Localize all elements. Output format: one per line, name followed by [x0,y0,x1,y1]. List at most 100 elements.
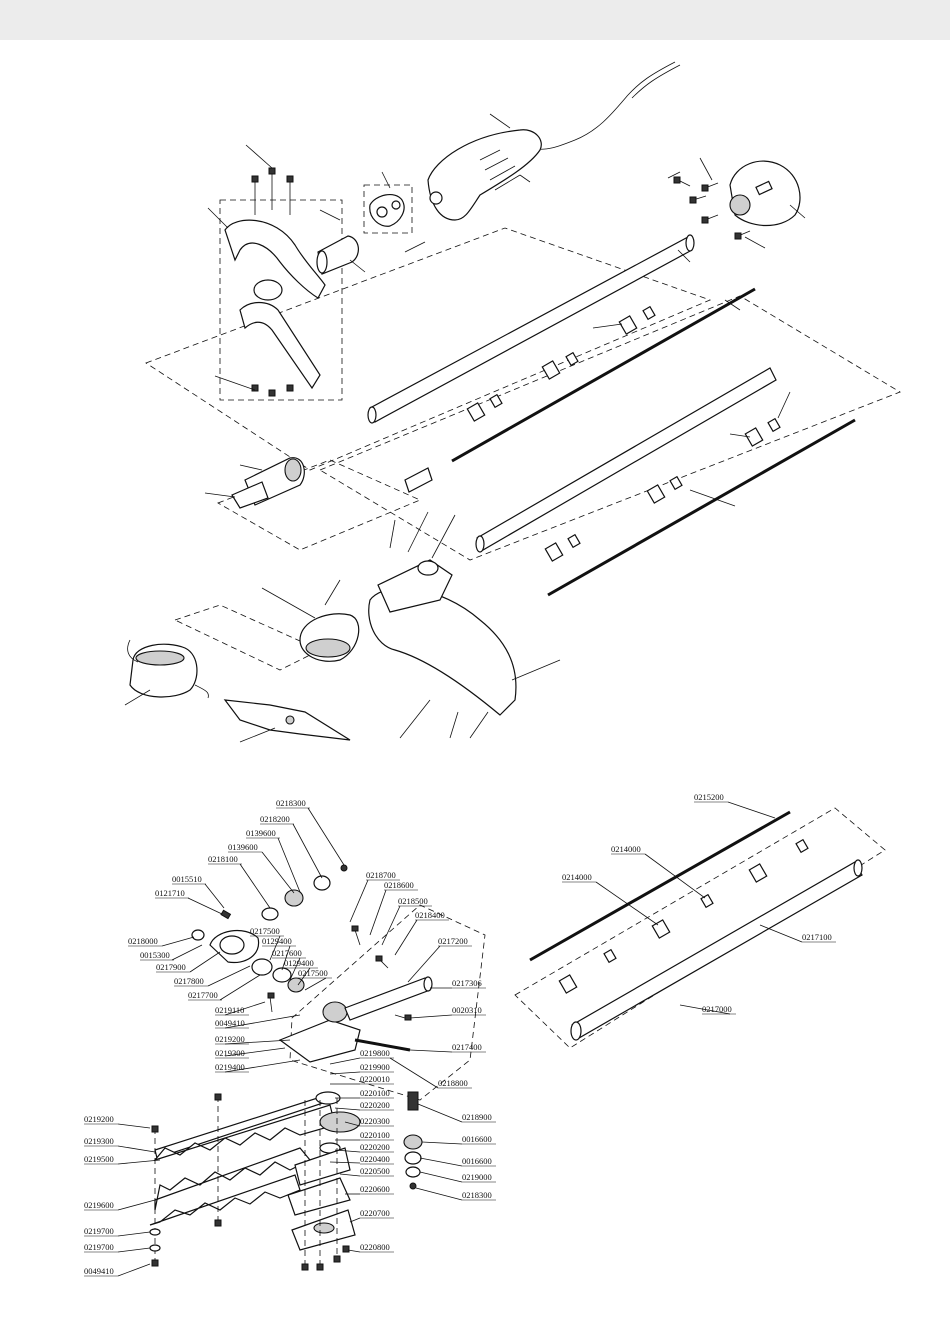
shaft-kit-leaders [595,801,803,1015]
loop-handle-top [224,219,326,299]
bearing-139600 [284,889,304,907]
label-0220200: 0220200 [360,1100,390,1110]
top-bar [0,0,950,40]
label-0217600: 0217600 [272,948,302,958]
label-0220010: 0220010 [360,1074,390,1084]
label-0217500: 0217500 [298,968,328,978]
bearing-0016600b [404,1151,422,1165]
guard-mount-collar [417,560,439,576]
label-0220800: 0220800 [360,1242,390,1252]
label-0219400: 0219400 [215,1062,245,1072]
label-0217900: 0217900 [156,962,186,972]
pinion-housing [322,1001,348,1023]
key-0121710 [220,909,232,920]
blade-hole [285,715,295,725]
label-0015300: 0015300 [140,950,170,960]
label-0218300: 0218300 [462,1190,492,1200]
gear-ring-b [272,967,292,983]
shaft-bushings-lower [544,417,781,562]
coupler-clamp [231,481,269,509]
bearing-small [261,907,279,921]
hedge-blade-bottom [149,1174,301,1226]
shaft-assembly-plane [319,295,901,561]
lower-drive-tube [476,367,777,551]
label-0219200: 0219200 [84,1114,114,1124]
clip-218300 [340,864,348,872]
drive-gear-0220300 [319,1111,361,1133]
main-drive-tube-end-a [367,406,377,424]
label-0214000: 0214000 [562,872,592,882]
label-0129400: 0129400 [262,936,292,946]
label-0219800: 0219800 [360,1048,390,1058]
label-0219700: 0219700 [84,1242,114,1252]
label-0220100: 0220100 [360,1088,390,1098]
label-0215200: 0215200 [694,792,724,802]
label-0217200: 0217200 [438,936,468,946]
clip-0218300 [409,1182,417,1190]
upper-exploded-view [124,61,901,743]
hedge-shaft-tube [344,977,431,1021]
label-0016600: 0016600 [462,1156,492,1166]
main-drive-tube-end-b [685,234,695,252]
hedge-shaft-tube-end [423,976,433,992]
label-0219300: 0219300 [215,1048,245,1058]
label-0015510: 0015510 [172,874,202,884]
clutch-housing [729,160,801,227]
label-0217100: 0217100 [802,932,832,942]
shaft-kit-bushings [558,838,809,994]
gear-ring-a [251,958,273,976]
hedge-screws [267,925,412,1021]
drive-shaft-lower [547,418,856,597]
label-0218400: 0218400 [415,910,445,920]
handle-clamp-ring [253,279,283,301]
label-0218000: 0218000 [128,936,158,946]
handle-group-box [219,199,343,401]
lower-drive-tube-end [475,535,485,553]
main-drive-tube [369,236,693,423]
plate-0220600 [287,1177,351,1216]
label-0220400: 0220400 [360,1154,390,1164]
label-0218500: 0218500 [398,896,428,906]
label-0219110: 0219110 [215,1005,244,1015]
label-0220600: 0220600 [360,1184,390,1194]
label-0217500: 0217500 [250,926,280,936]
throttle-grip-ribs [479,149,521,191]
hedge-assembly-plane [289,904,486,1101]
throttle-handle [427,129,542,221]
gear-head-base [305,638,351,658]
hedge-leaders [117,807,463,1277]
washer-218000 [191,929,205,941]
pin-217400 [354,1038,411,1052]
handle-bore [429,191,443,205]
spacer-tube-end [316,250,328,274]
label-0220700: 0220700 [360,1208,390,1218]
label-0218200: 0218200 [260,814,290,824]
shaft-kit-plane [514,807,886,1049]
bolt-0218900 [407,1091,419,1111]
label-0220500: 0220500 [360,1166,390,1176]
label-0217400: 0217400 [452,1042,482,1052]
label-0218600: 0218600 [384,880,414,890]
label-0129400: 0129400 [284,958,314,968]
label-0218100: 0218100 [208,854,238,864]
label-0219200: 0219200 [215,1034,245,1044]
washer-0219000 [405,1166,421,1178]
drive-shaft-upper [451,287,756,463]
label-0049410: 0049410 [215,1018,245,1028]
label-0219600: 0219600 [84,1200,114,1210]
ring-218200 [313,875,331,891]
label-0219000: 0219000 [462,1172,492,1182]
bearing-0016600a [403,1134,423,1150]
label-0214000: 0214000 [611,844,641,854]
hedge-part-labels: 0218300 0218200 0139600 0139600 0218100 … [84,798,496,1277]
handle-assembly-plane [145,227,712,471]
label-0218800: 0218800 [438,1078,468,1088]
label-0049410: 0049410 [84,1266,114,1276]
label-0218700: 0218700 [366,870,396,880]
label-0217000: 0217000 [702,1004,732,1014]
clamp-hole-b [391,200,401,210]
plate-0220700-hub [313,1222,335,1234]
label-0220300: 0220300 [360,1116,390,1126]
hedge-trimmer-exploded-view: 0218300 0218200 0139600 0139600 0218100 … [84,798,496,1277]
